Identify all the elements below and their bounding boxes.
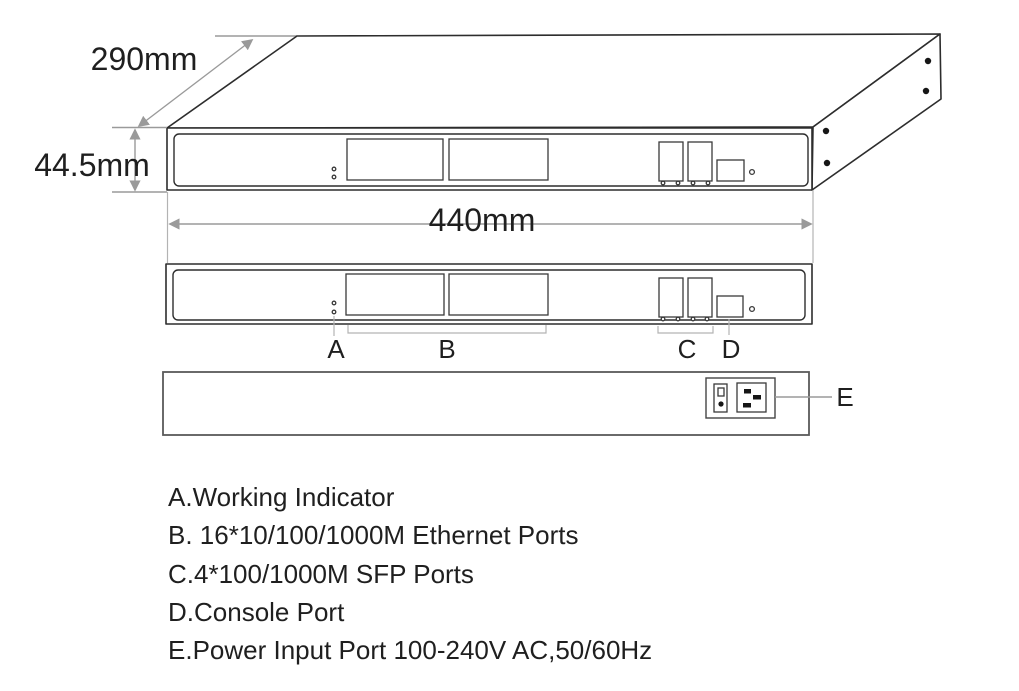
rear-view: E [162, 371, 854, 436]
height-dimension-label: 44.5mm [34, 147, 150, 183]
callout-e-label: E [836, 382, 853, 412]
socket-pin [753, 395, 761, 400]
sfp-port [658, 277, 684, 318]
sfp-led [675, 316, 681, 322]
socket-pin [744, 389, 751, 394]
ethernet-port-block [346, 138, 444, 181]
width-dimension-label: 440mm [429, 202, 536, 238]
front-view: A B C D [165, 263, 813, 364]
legend-item-b: B. 16*10/100/1000M Ethernet Ports [168, 520, 579, 550]
screw-hole-icon [823, 159, 831, 167]
rear-view-chassis [162, 371, 810, 436]
legend-item-a: A.Working Indicator [168, 482, 395, 512]
sfp-led [704, 316, 710, 322]
power-socket [736, 382, 767, 413]
legend-item-d: D.Console Port [168, 597, 345, 627]
sfp-port [687, 141, 713, 182]
working-led-indicator [331, 300, 337, 306]
screw-hole-icon [822, 127, 830, 135]
dimension-height: 44.5mm [34, 126, 167, 193]
callout-a-label: A [327, 334, 345, 364]
dimension-width: 440mm [166, 190, 814, 263]
legend-item-e: E.Power Input Port 100-240V AC,50/60Hz [168, 635, 652, 665]
sfp-led [675, 180, 681, 186]
depth-dimension-label: 290mm [91, 41, 198, 77]
sfp-led [690, 316, 696, 322]
socket-pin [743, 403, 751, 408]
power-switch-toggle [717, 387, 725, 397]
ethernet-port-block [448, 138, 549, 181]
dimension-depth: 290mm [91, 38, 254, 128]
depth-dimension-arrow [137, 38, 254, 128]
callout-b-bracket [347, 325, 547, 334]
screw-hole-icon [922, 87, 930, 95]
sfp-port [687, 277, 713, 318]
ethernet-port-block [345, 273, 445, 316]
callout-b-label: B [438, 334, 455, 364]
working-led-indicator [331, 309, 337, 315]
sfp-port [658, 141, 684, 182]
reset-button [748, 305, 756, 313]
ethernet-port-block [448, 273, 549, 316]
callout-d-label: D [722, 334, 741, 364]
chassis-top-face [166, 33, 941, 129]
console-port [716, 295, 744, 318]
sfp-led [660, 316, 666, 322]
isometric-view [166, 33, 942, 191]
sfp-led [690, 180, 696, 186]
working-led-indicator [331, 166, 337, 172]
working-led-indicator [331, 174, 337, 180]
legend: A.Working Indicator B. 16*10/100/1000M E… [168, 482, 652, 665]
callout-c-label: C [678, 334, 697, 364]
reset-button [748, 168, 756, 176]
sfp-led [660, 180, 666, 186]
power-switch-dot [718, 401, 724, 407]
callout-c-bracket [657, 326, 714, 334]
legend-item-c: C.4*100/1000M SFP Ports [168, 559, 474, 589]
sfp-led [705, 180, 711, 186]
screw-hole-icon [924, 57, 932, 65]
console-port [716, 159, 745, 182]
